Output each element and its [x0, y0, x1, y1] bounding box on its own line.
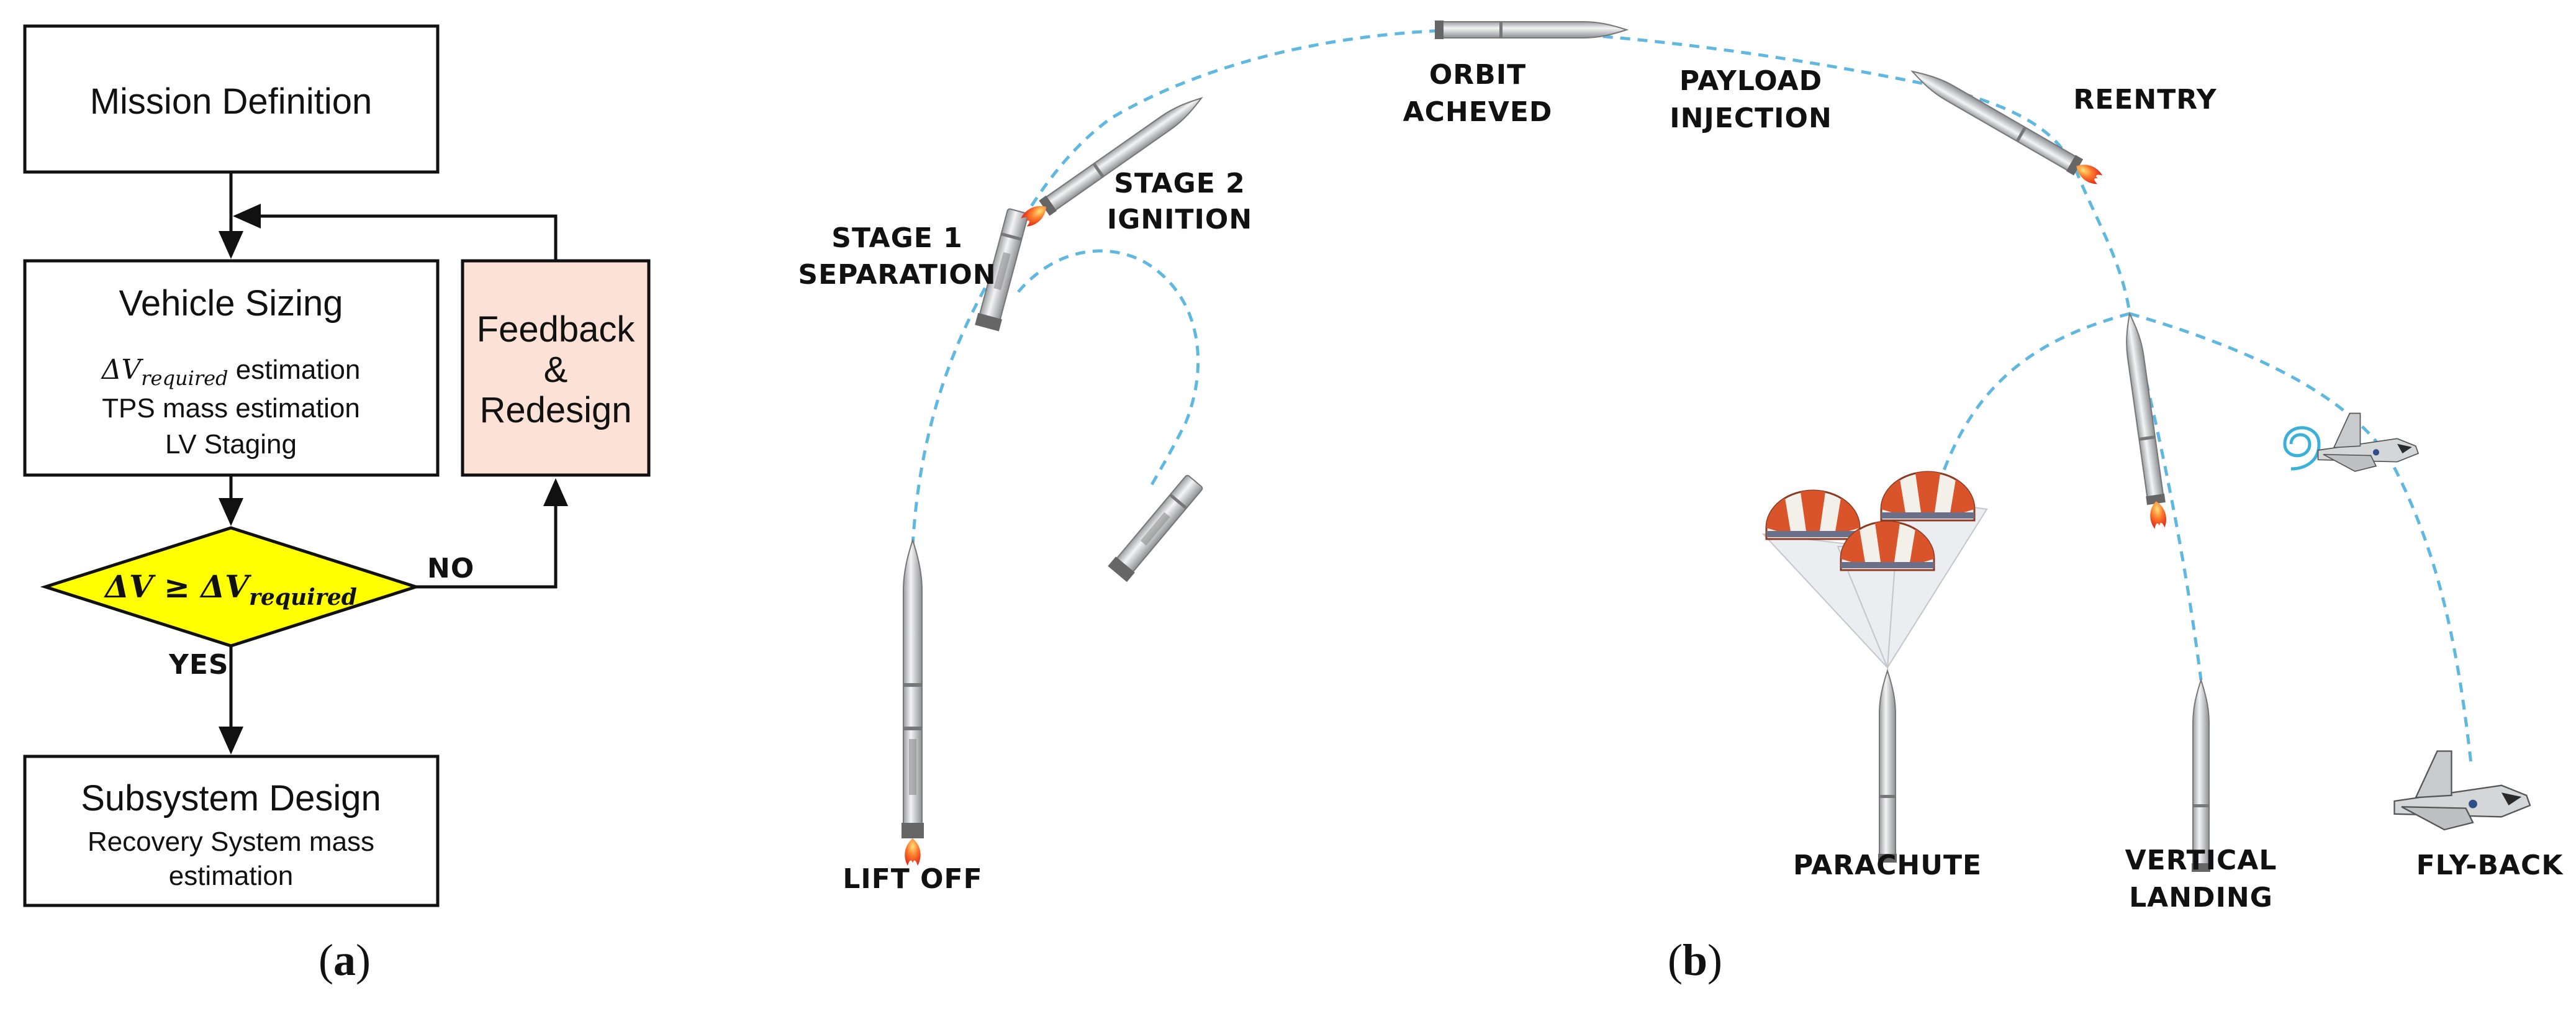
- arrow-no-to-feedback: [416, 478, 568, 589]
- yes-label: YES: [168, 649, 229, 681]
- vehicle-sizing-box: [23, 259, 440, 477]
- recovery-mass-line1: Recovery System mass: [88, 827, 374, 857]
- estimation-text: estimation: [228, 355, 361, 385]
- label-payload-line2: INJECTION: [1670, 102, 1832, 134]
- label-stage1-line1: STAGE 1: [831, 222, 962, 254]
- label-vertical-line2: LANDING: [2129, 882, 2273, 914]
- label-reentry: REENTRY: [2073, 84, 2217, 116]
- spaceplane-icon: [2393, 750, 2531, 831]
- rocket-icon: [2191, 679, 2211, 873]
- decision-lhs: ΔV ≥ ΔV: [103, 568, 252, 605]
- parachute-trajectory: [1941, 312, 2130, 473]
- feedback-line1: Feedback: [477, 309, 636, 350]
- feedback-line3: Redesign: [479, 390, 631, 430]
- delta-v-estimation-line: ΔVrequired estimation: [101, 354, 361, 390]
- rocket-icon: [2120, 311, 2168, 530]
- label-orbit-line2: ACHEVED: [1403, 96, 1553, 128]
- rocket-icon: [1107, 473, 1206, 583]
- label-orbit-line1: ORBIT: [1429, 59, 1526, 91]
- feedback-line2: &: [544, 350, 568, 390]
- flyback-trajectory: [2129, 312, 2473, 764]
- mission-definition-title: Mission Definition: [90, 81, 373, 122]
- delta-v-symbol: ΔV: [101, 354, 144, 386]
- caption-b: (b): [1668, 935, 1722, 985]
- recovery-mass-line2: estimation: [169, 861, 294, 891]
- label-vertical-line1: VERTICAL: [2125, 845, 2277, 876]
- label-lift-off: LIFT OFF: [843, 863, 982, 895]
- subsystem-design-title: Subsystem Design: [81, 778, 381, 818]
- rocket-icon: [901, 540, 924, 866]
- required-subscript: required: [141, 366, 228, 390]
- label-stage2-line1: STAGE 2: [1114, 168, 1245, 199]
- subsystem-design-box: [23, 755, 440, 907]
- arrow-feedback-to-sizing: [233, 204, 558, 261]
- no-label: NO: [427, 553, 474, 584]
- label-parachute: PARACHUTE: [1793, 850, 1982, 881]
- label-flyback: FLY-BACK: [2416, 850, 2564, 881]
- lv-staging: LV Staging: [165, 429, 297, 460]
- rocket-icon: [1907, 63, 2104, 187]
- parachute-icon: [1761, 472, 1988, 670]
- spaceplane-icon: [2317, 412, 2419, 472]
- label-stage1-line2: SEPARATION: [798, 259, 996, 291]
- stage1-fall-trajectory: [1017, 249, 1200, 492]
- rocket-icon: [1878, 670, 1897, 863]
- label-stage2-line2: IGNITION: [1107, 204, 1252, 235]
- vehicle-sizing-title: Vehicle Sizing: [119, 283, 343, 324]
- decision-subscript: required: [249, 584, 357, 610]
- decision-condition: ΔV ≥ ΔVrequired: [103, 568, 357, 610]
- rocket-icon: [1434, 20, 1627, 40]
- label-payload-line1: PAYLOAD: [1679, 65, 1822, 97]
- panel-a: Mission Definition Vehicle Sizing ΔVrequ…: [23, 24, 651, 985]
- swirl-icon: [2283, 426, 2321, 471]
- caption-a: (a): [319, 935, 371, 985]
- mission-definition-box: [23, 24, 440, 174]
- tps-mass-estimation: TPS mass estimation: [102, 393, 360, 424]
- panel-b: LIFT OFF STAGE 1 SEPARATION STAGE 2 IGNI…: [798, 20, 2564, 985]
